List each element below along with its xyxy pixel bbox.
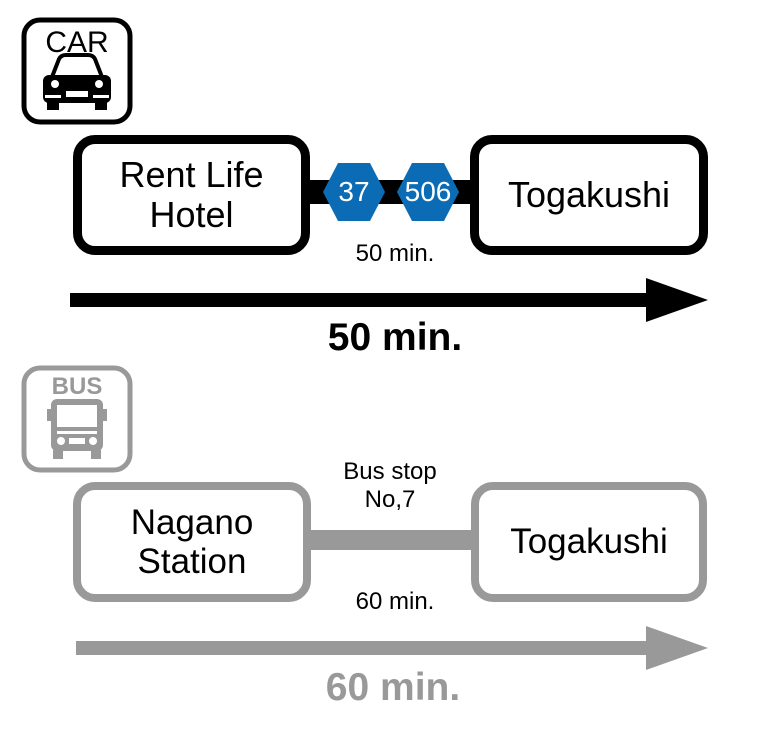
bus-destination-label: Togakushi [510, 522, 668, 562]
route-37-label: 37 [338, 176, 370, 207]
car-icon [43, 53, 111, 110]
car-destination-label: Togakushi [507, 173, 671, 215]
car-total-time: 50 min. [327, 316, 463, 359]
car-mode-icon: CAR [21, 17, 133, 125]
bus-origin-box: Nagano Station [73, 482, 311, 602]
bus-total-arrow [76, 626, 708, 670]
car-mode-label: CAR [45, 26, 109, 59]
car-total-arrow [70, 278, 708, 322]
bus-icon [47, 399, 107, 459]
route-506-badge: 506 [396, 160, 460, 224]
bus-total-time: 60 min. [325, 666, 461, 709]
bus-mode-icon: BUS [21, 365, 133, 473]
bus-stop-label: Bus stop No,7 [343, 458, 437, 513]
bus-origin-label: Nagano Station [130, 502, 254, 581]
car-segment-time: 50 min. [355, 240, 435, 267]
route-37-badge: 37 [322, 160, 386, 224]
bus-segment-time: 60 min. [355, 588, 435, 615]
bus-route-connector [300, 530, 480, 550]
car-origin-label: Rent Life Hotel [119, 153, 264, 235]
car-origin-box: Rent Life Hotel [73, 135, 310, 255]
bus-mode-label: BUS [51, 373, 103, 400]
bus-destination-box: Togakushi [471, 482, 707, 602]
car-destination-box: Togakushi [470, 135, 708, 255]
route-506-label: 506 [404, 176, 452, 207]
